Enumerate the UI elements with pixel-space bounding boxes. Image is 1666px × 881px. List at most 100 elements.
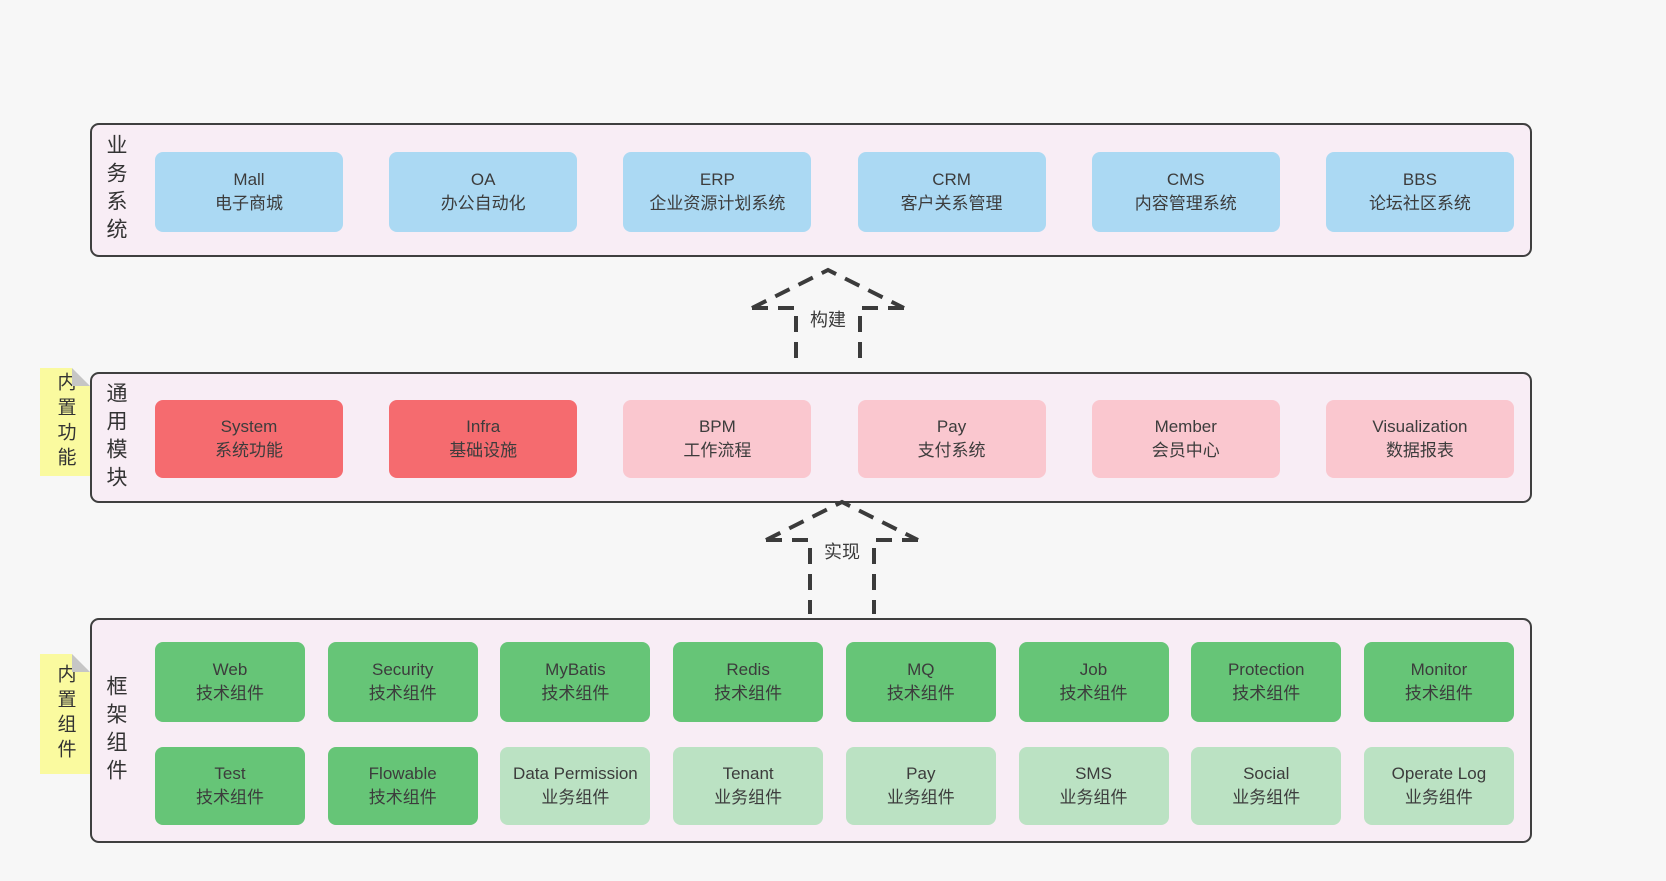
- box-security-: Security 技术组件: [327, 642, 478, 722]
- box-title: Job: [1079, 660, 1108, 679]
- box-subtitle: 企业资源计划系统: [649, 194, 786, 213]
- box-title: ERP: [699, 170, 735, 189]
- box-subtitle: 技术组件: [886, 684, 955, 703]
- box-title: Mall: [233, 170, 265, 189]
- band-label-components: 框架组件: [104, 674, 127, 787]
- arrow-build-shaft-right: [858, 306, 904, 368]
- box-erp-: ERP 企业资源计划系统: [623, 152, 812, 232]
- box-title: Security: [371, 660, 434, 679]
- arrow-build-label-bg: [798, 302, 858, 338]
- box-title: System: [220, 417, 278, 436]
- box-subtitle: 办公自动化: [440, 194, 526, 213]
- arrow-implement-shaft-right: [872, 538, 918, 614]
- box-flowable-: Flowable 技术组件: [327, 747, 478, 825]
- box-title: Visualization: [1372, 417, 1468, 436]
- box-monitor-: Monitor 技术组件: [1363, 642, 1514, 722]
- sticky-note-text: 内置组件: [54, 664, 76, 764]
- box-visualization-: Visualization 数据报表: [1325, 400, 1514, 478]
- box-title: Infra: [466, 417, 501, 436]
- band-label-modules: 通用模块: [104, 381, 127, 494]
- box-title: BBS: [1402, 170, 1437, 189]
- arrow-implement: 实现: [765, 499, 919, 614]
- box-subtitle: 技术组件: [368, 788, 437, 807]
- box-title: CMS: [1166, 170, 1205, 189]
- box-title: Data Permission: [513, 764, 638, 783]
- arrow-implement-head: [765, 499, 919, 542]
- band-components: 框架组件 Web 技术组件 Security 技术组件 MyBatis 技术组件 Redis 技…: [90, 618, 1532, 843]
- box-crm-: CRM 客户关系管理: [857, 152, 1046, 232]
- box-title: Operate Log: [1391, 764, 1487, 783]
- box-mq-: MQ 技术组件: [845, 642, 996, 722]
- box-title: BPM: [698, 417, 736, 436]
- box-subtitle: 技术组件: [196, 788, 264, 807]
- box-subtitle: 电子商城: [215, 194, 283, 213]
- box-title: Web: [212, 660, 248, 679]
- box-subtitle: 技术组件: [541, 684, 610, 703]
- arrow-build-label: 构建: [810, 310, 846, 330]
- box-subtitle: 技术组件: [1404, 684, 1473, 703]
- box-sms-: SMS 业务组件: [1018, 747, 1169, 825]
- box-title: SMS: [1075, 764, 1112, 783]
- box-cms-: CMS 内容管理系统: [1091, 152, 1280, 232]
- arrow-implement-label: 实现: [824, 542, 860, 562]
- box-title: Monitor: [1410, 660, 1468, 679]
- sticky-note-modules: 内置功能: [40, 368, 90, 476]
- box-system-: System 系统功能: [155, 400, 343, 478]
- box-subtitle: 技术组件: [714, 684, 783, 703]
- box-subtitle: 技术组件: [1232, 684, 1301, 703]
- box-bpm-: BPM 工作流程: [623, 400, 812, 478]
- box-subtitle: 业务组件: [1232, 788, 1301, 807]
- sticky-note-components: 内置组件: [40, 654, 90, 774]
- box-mybatis-: MyBatis 技术组件: [500, 642, 651, 722]
- box-subtitle: 支付系统: [917, 441, 986, 460]
- box-web-: Web 技术组件: [155, 642, 305, 722]
- arrow-implement-label-bg: [812, 534, 872, 570]
- box-subtitle: 系统功能: [215, 441, 283, 460]
- box-protection-: Protection 技术组件: [1191, 642, 1342, 722]
- box-title: MyBatis: [545, 660, 606, 679]
- box-redis-: Redis 技术组件: [673, 642, 824, 722]
- band-label-business: 业务系统: [104, 134, 127, 246]
- box-subtitle: 内容管理系统: [1134, 194, 1237, 213]
- box-subtitle: 业务组件: [714, 788, 783, 807]
- box-subtitle: 会员中心: [1151, 441, 1220, 460]
- box-title: Member: [1154, 417, 1217, 436]
- box-title: Protection: [1227, 660, 1305, 679]
- box-member-: Member 会员中心: [1091, 400, 1280, 478]
- box-subtitle: 技术组件: [368, 684, 437, 703]
- box-operate-log-: Operate Log 业务组件: [1363, 747, 1514, 825]
- box-subtitle: 客户关系管理: [900, 194, 1003, 213]
- arrow-build: 构建: [751, 267, 905, 368]
- box-title: Redis: [726, 660, 770, 679]
- arrow-build-shaft-left: [752, 306, 798, 368]
- box-title: Pay: [936, 417, 967, 436]
- box-subtitle: 工作流程: [683, 441, 752, 460]
- box-bbs-: BBS 论坛社区系统: [1325, 152, 1514, 232]
- box-mall-: Mall 电子商城: [155, 152, 343, 232]
- arrow-build-head: [751, 267, 905, 310]
- box-pay-: Pay 支付系统: [857, 400, 1046, 478]
- box-subtitle: 论坛社区系统: [1368, 194, 1471, 213]
- box-subtitle: 技术组件: [196, 684, 264, 703]
- box-title: Flowable: [368, 764, 437, 783]
- box-title: CRM: [932, 170, 971, 189]
- box-subtitle: 数据报表: [1385, 441, 1454, 460]
- arrow-implement-shaft-left: [766, 538, 812, 614]
- box-subtitle: 业务组件: [1404, 788, 1473, 807]
- box-title: Tenant: [722, 764, 774, 783]
- box-subtitle: 技术组件: [1059, 684, 1128, 703]
- box-subtitle: 业务组件: [1059, 788, 1128, 807]
- box-title: MQ: [907, 660, 935, 679]
